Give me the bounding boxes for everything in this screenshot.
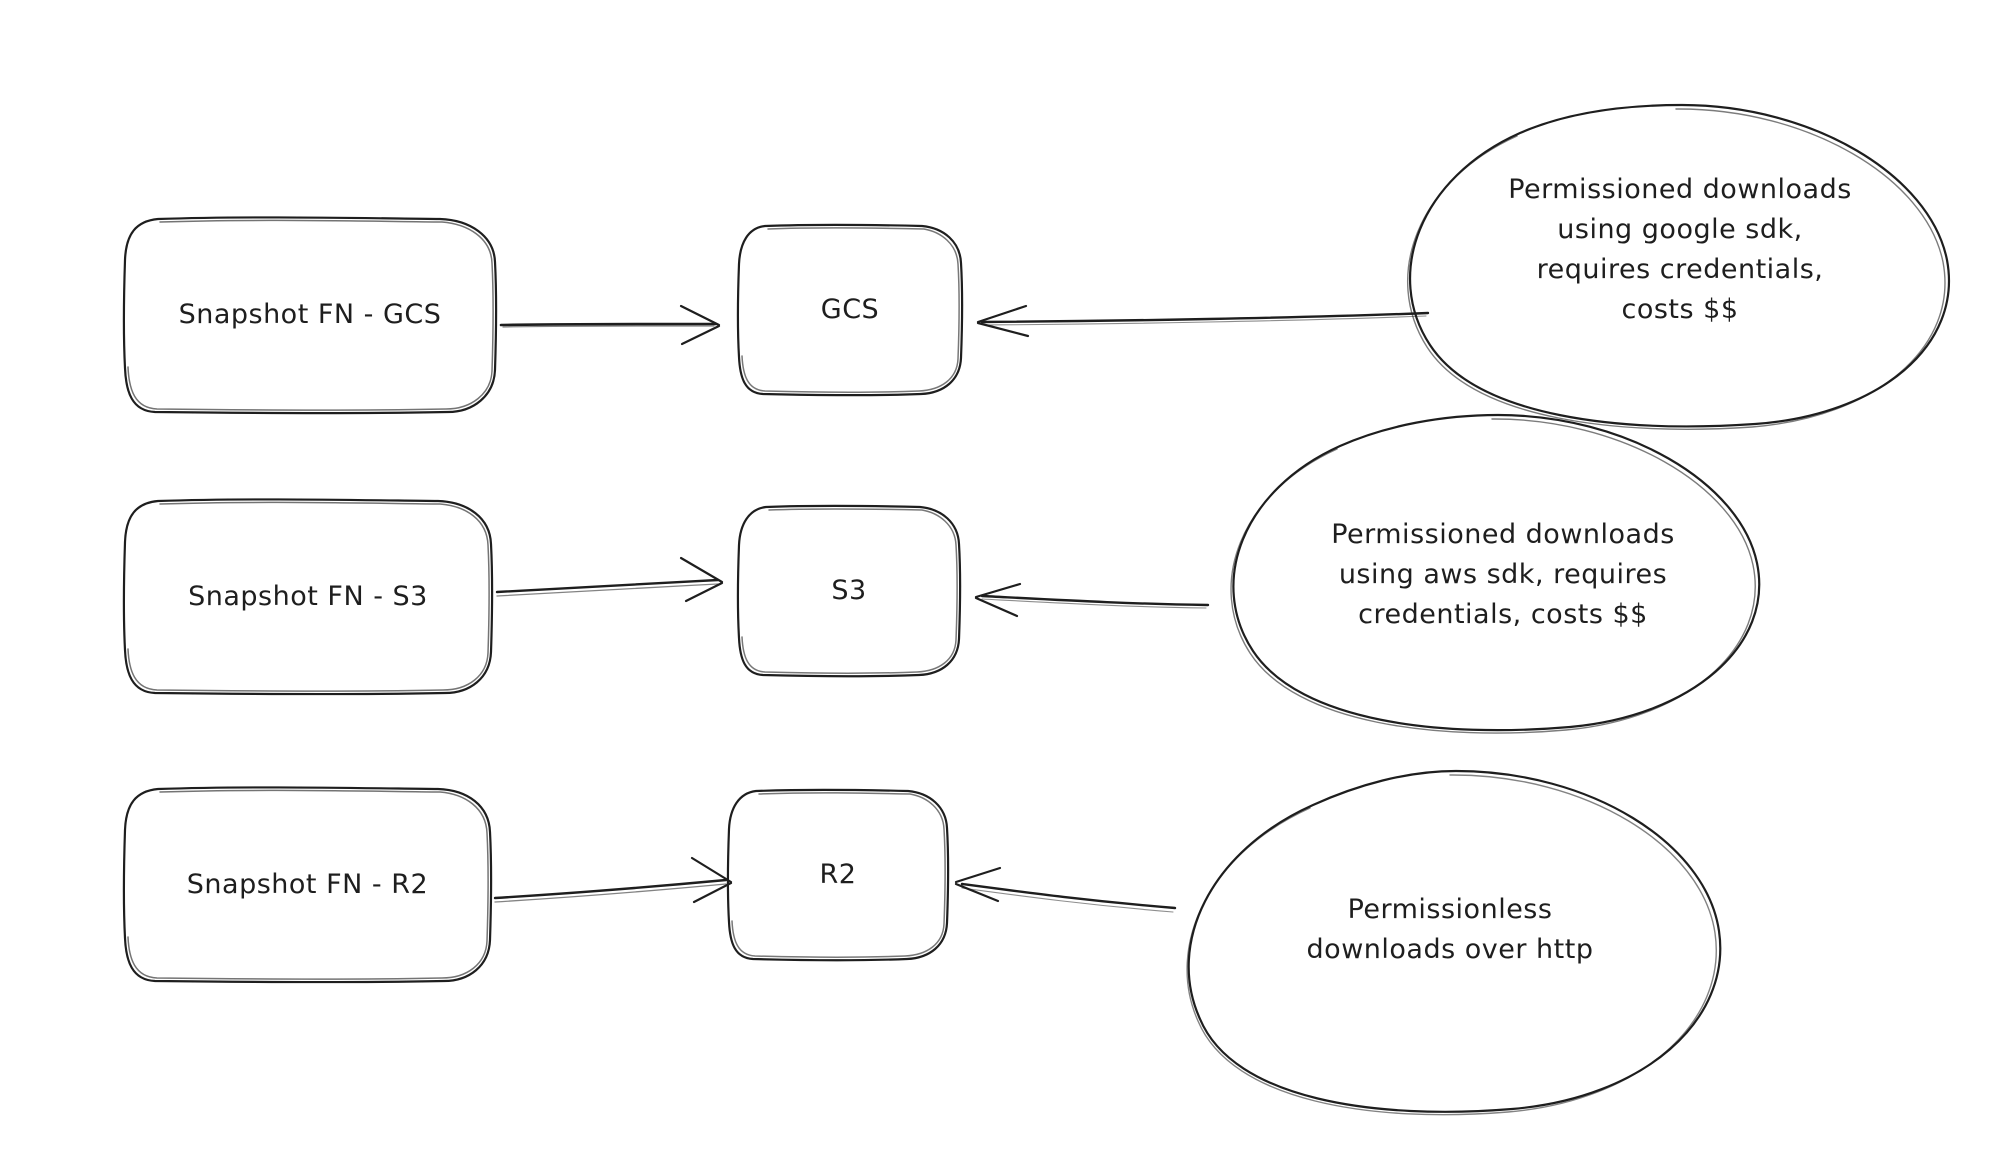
node-s3-shape[interactable] (736, 504, 962, 678)
note-gcs-ellipse-shape[interactable] (1406, 103, 1950, 430)
edge-snapshot-gcs-to-gcs (499, 304, 721, 346)
note-r2-ellipse-shape[interactable] (1186, 769, 1722, 1116)
node-snapshot-fn-gcs-shape[interactable] (122, 216, 498, 415)
node-gcs-shape[interactable] (736, 223, 964, 397)
node-snapshot-fn-s3-shape[interactable] (122, 498, 494, 696)
edge-note-to-gcs (976, 304, 1430, 338)
node-snapshot-fn-r2-shape[interactable] (122, 786, 493, 984)
node-r2-shape[interactable] (726, 788, 950, 962)
edge-note-to-s3 (974, 582, 1210, 618)
edge-snapshot-r2-to-r2 (493, 856, 733, 904)
edge-note-to-r2 (954, 866, 1177, 913)
edge-snapshot-s3-to-s3 (495, 556, 724, 603)
note-s3-ellipse-shape[interactable] (1230, 413, 1761, 734)
